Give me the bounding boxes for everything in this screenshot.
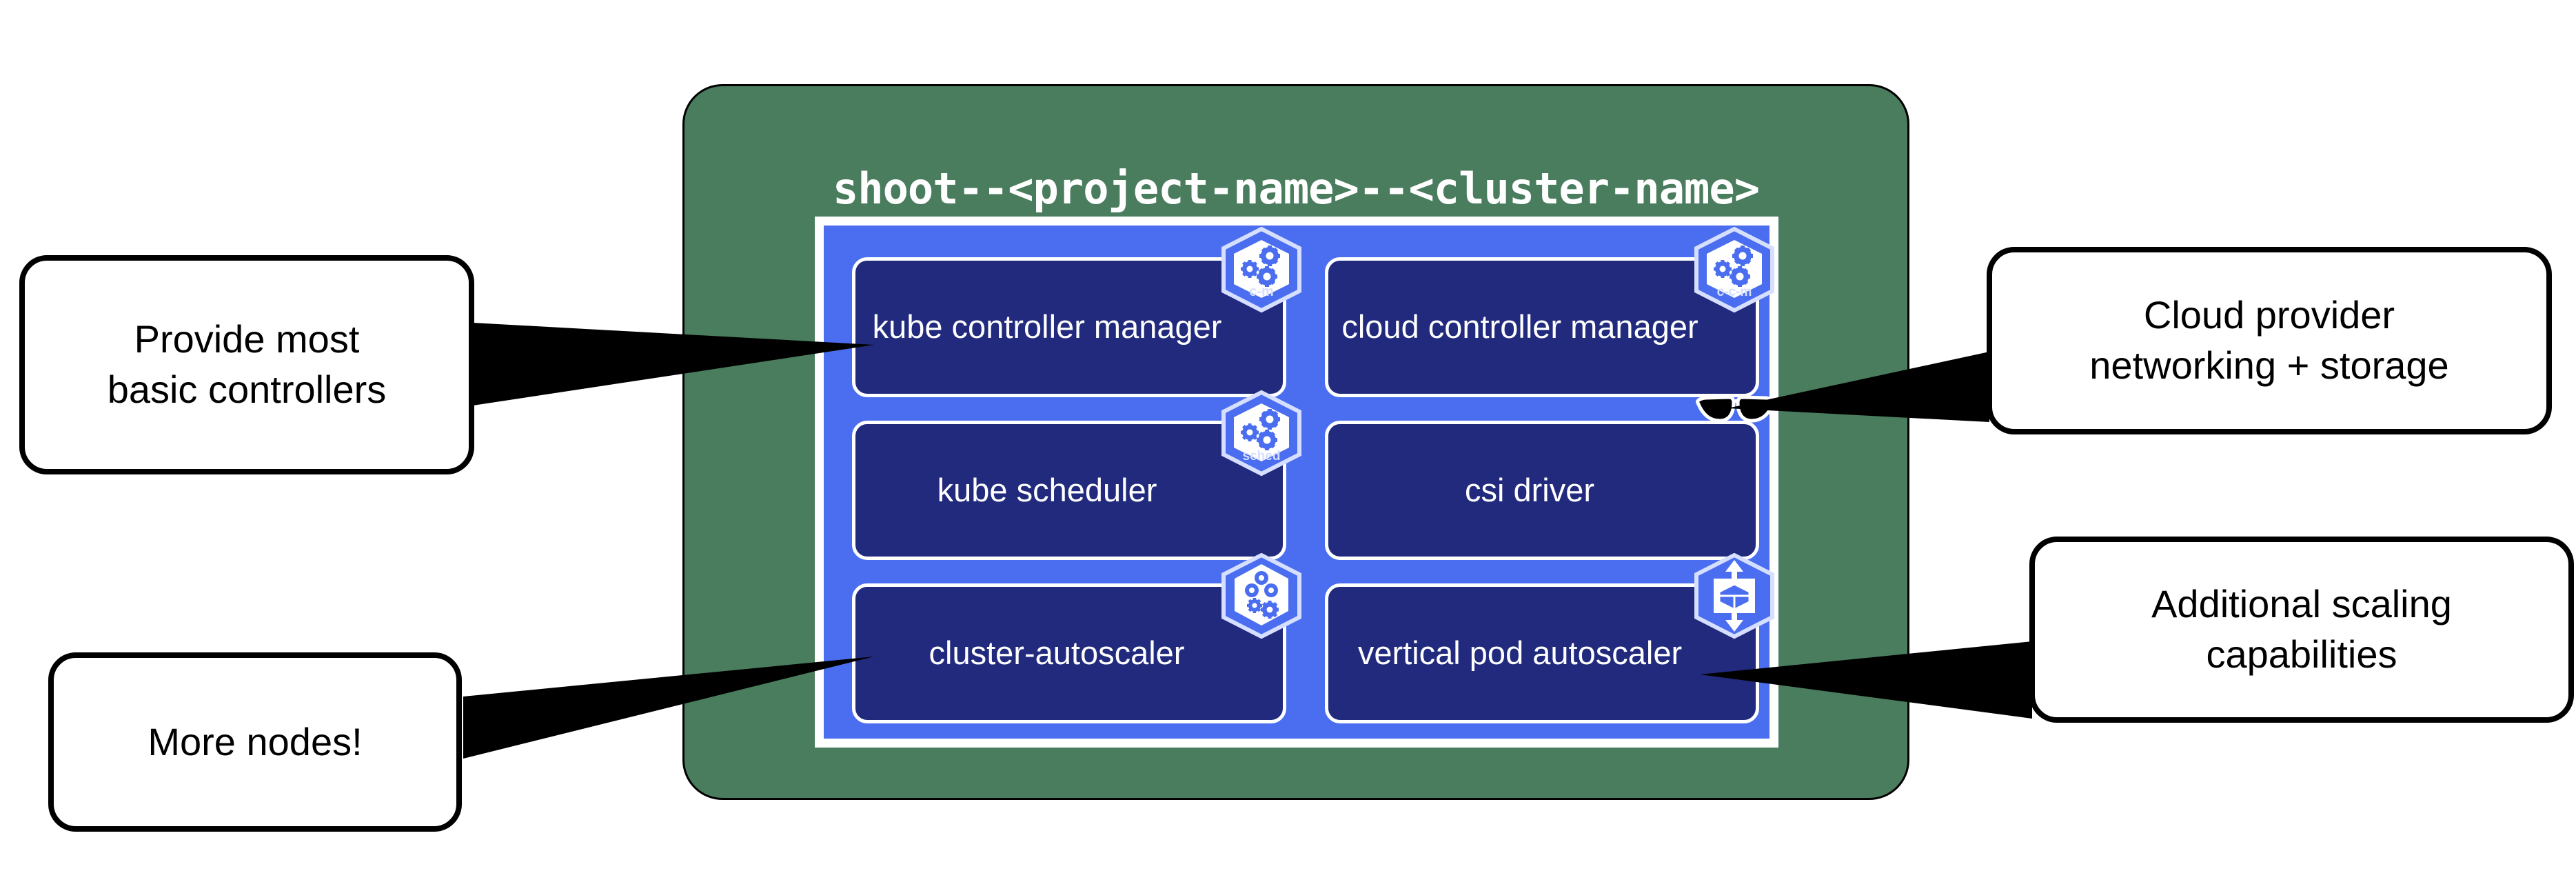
shoot-namespace-title: shoot--<project-name>--<cluster-name>	[832, 163, 1760, 214]
component-label: kube controller manager	[872, 308, 1222, 346]
badge-label-text: c-m	[1249, 284, 1274, 299]
component-kube-controller-manager[interactable]: kube controller manager	[852, 227, 1301, 397]
component-kube-scheduler[interactable]: kube scheduler	[852, 390, 1301, 561]
component-csi-driver[interactable]: csi driver	[1325, 395, 1776, 561]
callout-line-2: capabilities	[2206, 632, 2397, 676]
callout-text: Additional scaling capabilities	[2151, 579, 2452, 680]
callout-more-nodes[interactable]: More nodes!	[48, 652, 462, 832]
callout-text: More nodes!	[148, 717, 362, 768]
component-cloud-controller-manager[interactable]: cloud controller manager	[1325, 227, 1774, 397]
component-box[interactable]: kube controller manager	[852, 257, 1286, 397]
badge-label-text: c-c-m	[1717, 285, 1752, 299]
kubernetes-cluster-autoscaler-icon	[1217, 553, 1306, 648]
kubernetes-cloud-controller-manager-icon: c-c-m	[1690, 227, 1778, 322]
callout-line-1: More nodes!	[148, 719, 363, 763]
component-box[interactable]: vertical pod autoscaler	[1325, 583, 1759, 723]
component-label: vertical pod autoscaler	[1357, 634, 1683, 672]
callout-text: Cloud provider networking + storage	[2089, 290, 2448, 391]
kubernetes-scheduler-icon: sched	[1217, 390, 1306, 485]
callout-line-2: basic controllers	[107, 368, 387, 411]
callout-cloud-provider-networking-storage[interactable]: Cloud provider networking + storage	[1987, 247, 2552, 434]
vertical-pod-autoscaler-icon	[1690, 553, 1778, 648]
component-vertical-pod-autoscaler[interactable]: vertical pod autoscaler	[1325, 553, 1774, 723]
component-label: kube scheduler	[937, 471, 1157, 508]
badge-label-text: sched	[1243, 449, 1281, 463]
callout-line-1: Cloud provider	[2143, 293, 2395, 337]
kubernetes-controller-manager-icon: c-m	[1217, 227, 1306, 322]
component-box[interactable]: csi driver	[1325, 420, 1759, 561]
component-grid: kube controller manager	[852, 227, 1776, 723]
component-box[interactable]: cluster-autoscaler	[852, 583, 1286, 723]
component-label: cluster-autoscaler	[929, 634, 1185, 672]
component-label: csi driver	[1464, 471, 1595, 508]
component-label: cloud controller manager	[1341, 308, 1698, 346]
callout-additional-scaling-capabilities[interactable]: Additional scaling capabilities	[2029, 537, 2574, 723]
callout-provide-most-basic-controllers[interactable]: Provide most basic controllers	[19, 255, 474, 474]
callout-line-1: Additional scaling	[2151, 582, 2452, 626]
callout-text: Provide most basic controllers	[108, 314, 387, 415]
component-box[interactable]: cloud controller manager	[1325, 257, 1759, 397]
callout-line-2: networking + storage	[2089, 343, 2449, 387]
control-plane-panel: kube controller manager	[815, 217, 1778, 748]
sunglasses-icon	[1694, 393, 1777, 444]
callout-line-1: Provide most	[134, 317, 360, 361]
component-cluster-autoscaler[interactable]: cluster-autoscaler	[852, 553, 1301, 723]
component-box[interactable]: kube scheduler	[852, 420, 1286, 561]
